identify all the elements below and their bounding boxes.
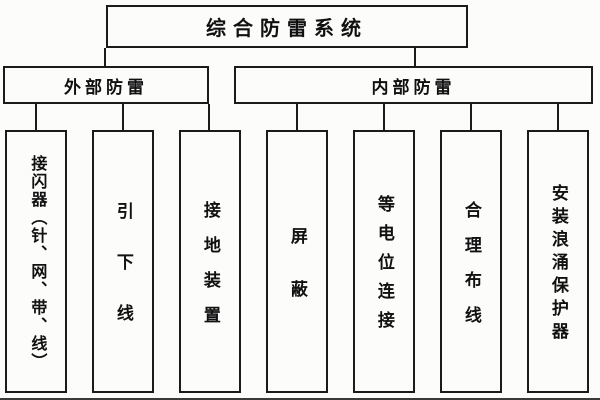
branch-external-label: 外部防雷	[64, 77, 148, 97]
leaf-node-shielding: 屏蔽	[266, 130, 328, 393]
branch-internal-label: 内部防雷	[371, 77, 456, 97]
leaf-node-air-terminal: 接闪器（针、网、带、线）	[5, 130, 67, 393]
leaf-label: 安装浪涌保护器	[548, 184, 568, 345]
leaf-node-surge-protector: 安装浪涌保护器	[527, 130, 589, 393]
connector-internal-to-surge-protector	[557, 104, 559, 130]
connector-internal-to-reasonable-wiring	[470, 104, 472, 130]
leaf-label: 屏蔽	[287, 226, 307, 333]
connector-external-to-grounding-device	[208, 104, 210, 130]
leaf-node-reasonable-wiring: 合理布线	[440, 130, 502, 393]
leaf-label: 接地装置	[200, 200, 220, 341]
leaf-node-equipotential-bonding: 等电位连接	[353, 130, 415, 393]
leaf-label: 接闪器（针、网、带、线）	[28, 154, 46, 371]
connector-internal-to-shielding	[296, 104, 298, 130]
leaf-label: 等电位连接	[374, 195, 394, 340]
leaf-node-grounding-device: 接地装置	[179, 130, 241, 393]
connector-root-to-external	[104, 48, 106, 66]
branch-node-internal-protection: 内部防雷	[234, 66, 593, 104]
leaf-label: 合理布线	[461, 200, 481, 341]
leaf-node-down-conductor: 引下线	[92, 130, 154, 393]
connector-external-to-air-terminal	[35, 104, 37, 130]
connector-internal-to-equipotential-bonding	[383, 104, 385, 130]
connector-external-to-down-conductor	[122, 104, 124, 130]
connector-root-to-internal	[414, 48, 416, 66]
root-node-comprehensive-lightning-protection: 综合防雷系统	[106, 5, 468, 48]
leaf-label: 引下线	[113, 202, 133, 355]
root-node-label: 综合防雷系统	[206, 18, 368, 40]
image-bottom-edge-line	[0, 398, 600, 400]
branch-node-external-protection: 外部防雷	[3, 66, 209, 104]
